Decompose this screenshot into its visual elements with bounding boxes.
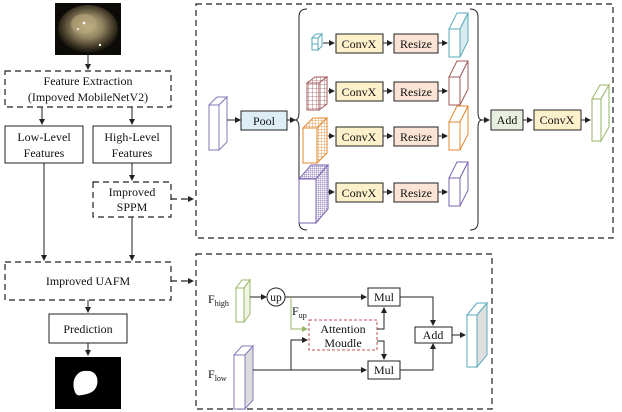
feature-extraction-title: Feature Extraction	[44, 74, 133, 88]
right-brace	[469, 8, 483, 231]
sppm-output-feature-map	[591, 83, 610, 143]
sppm-branch-4: ConvX Resize	[297, 161, 469, 225]
sppm-branch-3: ConvX Resize	[301, 105, 469, 165]
sppm-label-2: SPPM	[117, 200, 148, 214]
low-level-label-2: Features	[24, 146, 65, 160]
f-high-feature-map	[235, 278, 251, 324]
convx-label: ConvX	[342, 130, 377, 144]
sppm-branch-2: ConvX Resize	[305, 60, 469, 111]
resize-label: Resize	[400, 130, 432, 144]
add-label: Add	[497, 113, 518, 127]
sppm-input-feature-map	[207, 95, 229, 152]
output-segmentation-mask	[55, 357, 121, 409]
f-up-label: Fup	[292, 304, 307, 320]
uafm-detail-panel: Fhigh up Fup Attention Moudle Flow	[195, 253, 493, 411]
high-level-label-2: Features	[112, 146, 153, 160]
f-low-label: Flow	[208, 367, 227, 383]
resized-map-1	[448, 12, 469, 58]
pooled-map-2x2	[305, 76, 329, 111]
resized-map-2	[448, 60, 469, 106]
uafm-output-feature-map	[465, 301, 489, 369]
sppm-label-1: Improved	[109, 185, 156, 199]
upsample-node: up	[266, 287, 286, 307]
resized-map-3	[448, 105, 469, 151]
improved-sppm-box: Improved SPPM	[92, 181, 172, 218]
resize-label: Resize	[400, 186, 432, 200]
mul-top-block: Mul	[367, 287, 401, 307]
mul-bottom-block: Mul	[367, 360, 401, 380]
output-convx-block: ConvX	[533, 109, 582, 131]
pool-label: Pool	[253, 114, 276, 128]
pooled-map-4x4	[301, 116, 329, 165]
attention-label-1: Attention	[320, 322, 365, 336]
pool-block: Pool	[240, 110, 288, 131]
convx-label: ConvX	[342, 85, 377, 99]
sppm-detail-panel: Pool ConvX Resize	[195, 3, 614, 239]
resize-label: Resize	[400, 85, 432, 99]
high-level-features-box: High-Level Features	[92, 125, 172, 164]
convx-label: ConvX	[342, 37, 377, 51]
convx-out-label: ConvX	[540, 113, 575, 127]
improved-uafm-box: Improved UAFM	[4, 261, 172, 301]
attention-label-2: Moudle	[324, 336, 361, 350]
uafm-add-block: Add	[414, 326, 453, 344]
left-brace	[294, 8, 308, 231]
low-level-label-1: Low-Level	[17, 130, 71, 144]
add-block: Add	[490, 109, 524, 131]
prediction-label: Prediction	[63, 322, 112, 336]
feature-extraction-box: Feature Extraction (Impoved MobileNetV2)	[4, 70, 172, 108]
pooled-map-1x1	[310, 32, 324, 52]
uafm-label: Improved UAFM	[46, 274, 131, 288]
attention-module: Attention Moudle	[308, 319, 378, 351]
f-low-feature-map	[232, 344, 255, 411]
convx-label: ConvX	[342, 186, 377, 200]
mul-top-label: Mul	[374, 290, 395, 304]
input-endoscopy-image	[55, 3, 121, 55]
resized-map-4	[448, 161, 469, 207]
up-label: up	[270, 292, 282, 304]
mul-bottom-label: Mul	[374, 363, 395, 377]
high-level-label-1: High-Level	[104, 130, 160, 144]
pooled-map-8x8	[297, 163, 330, 225]
f-high-label: Fhigh	[208, 292, 229, 308]
resize-label: Resize	[400, 37, 432, 51]
feature-extraction-subtitle: (Impoved MobileNetV2)	[28, 90, 148, 104]
sppm-branch-1: ConvX Resize	[310, 12, 469, 58]
low-level-features-box: Low-Level Features	[4, 125, 84, 164]
prediction-box: Prediction	[48, 313, 128, 344]
uafm-add-label: Add	[423, 328, 444, 342]
